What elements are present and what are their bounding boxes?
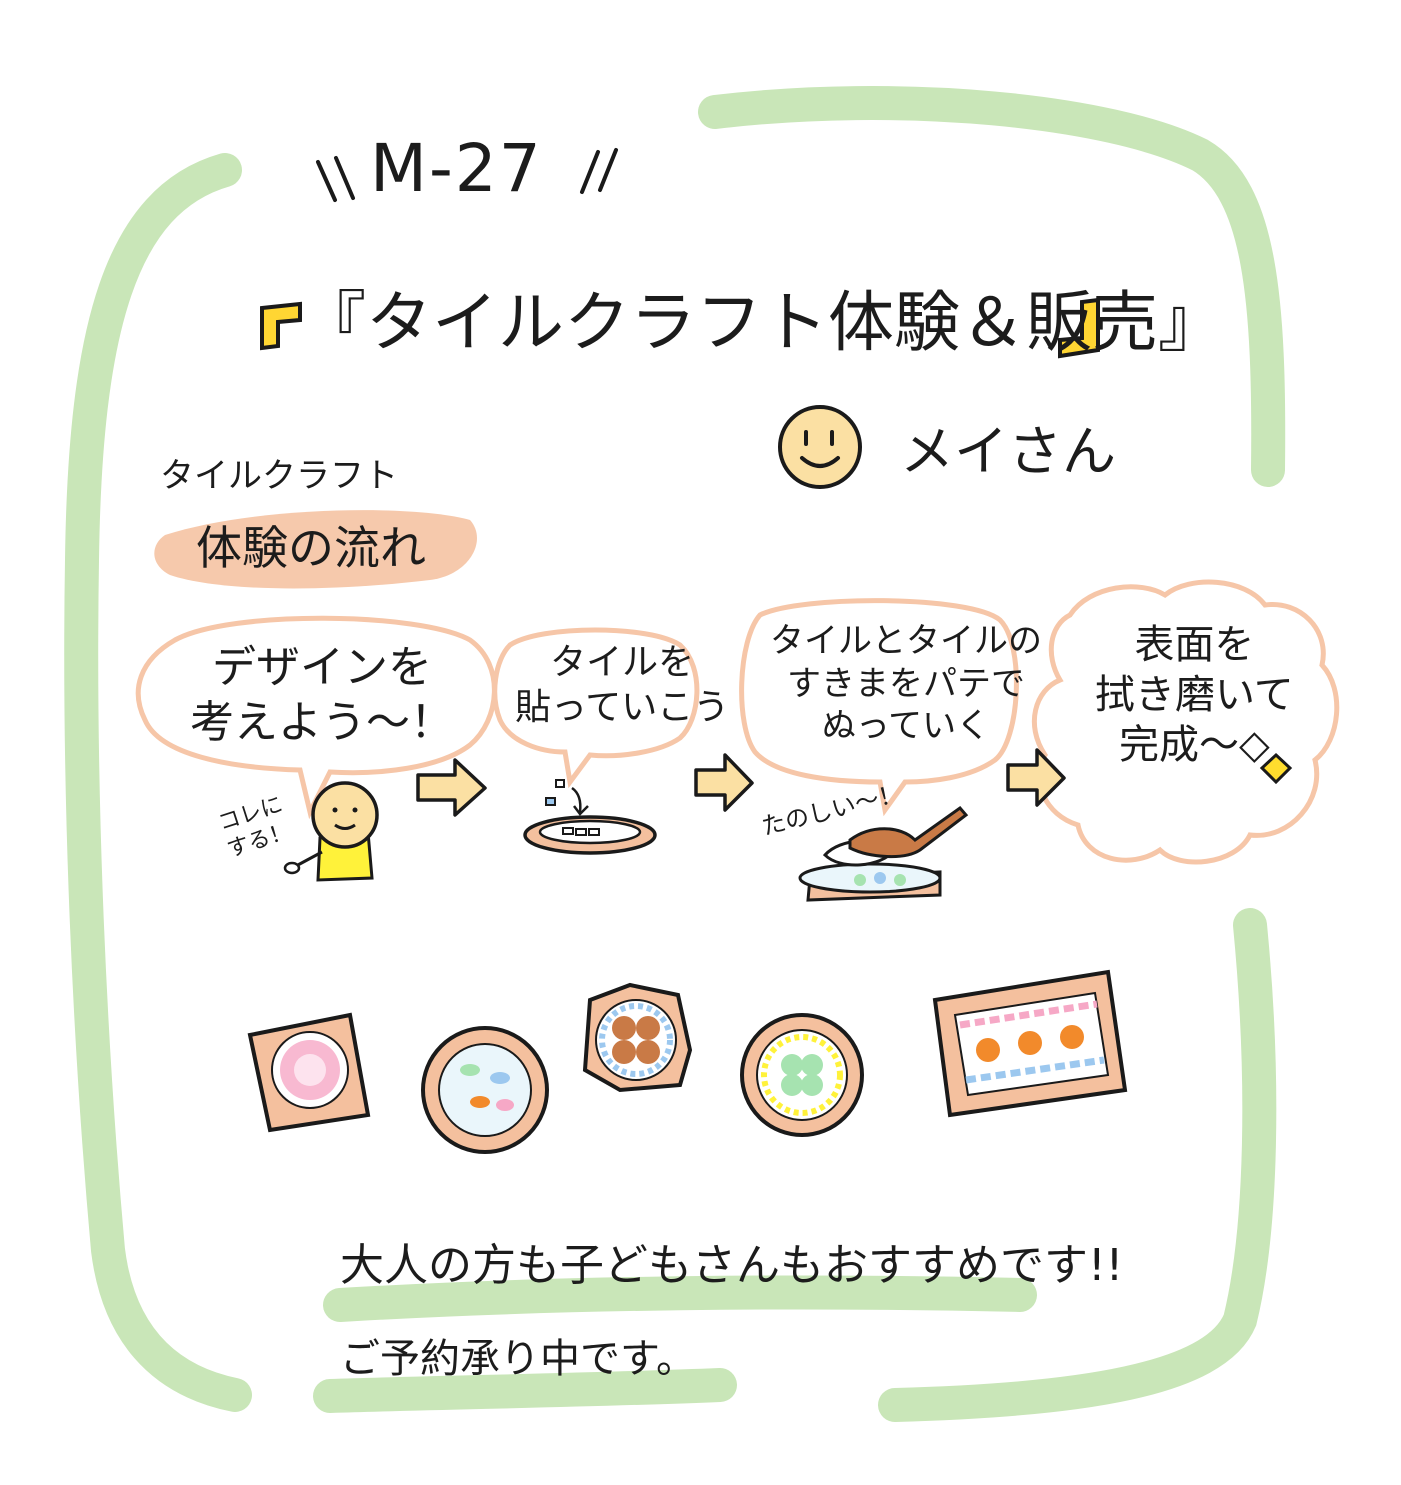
flow-title: 体験の流れ: [196, 521, 426, 575]
flow-title-highlight: [154, 510, 477, 589]
green-frame: [64, 86, 1286, 1422]
recommend-message: 大人の方も子どもさんもおすすめです!!: [340, 1240, 1124, 1291]
speech-bubbles: [135, 579, 1340, 865]
tile-sample-leaves: [421, 1026, 549, 1154]
tile-pieces-icon: [523, 779, 657, 855]
tile-sample-clover: [740, 1013, 864, 1137]
step-polish-finish: 表面を 拭き磨いて 完成～◇: [1095, 622, 1294, 768]
page-title: 『タイルクラフト体験＆販売』: [300, 284, 1224, 361]
step-place-tiles: タイルを 貼っていこう: [515, 642, 730, 728]
step-design: デザインを 考えよう～！: [190, 642, 454, 748]
tile-sample-flower: [582, 982, 693, 1093]
arrow-right-icon: [416, 748, 1066, 817]
booth-code: M-27: [370, 130, 543, 207]
tile-sample-heart: [247, 1012, 371, 1133]
host-name: メイさん: [900, 420, 1116, 483]
title-brackets: [260, 297, 1100, 359]
booth-slashes: [316, 148, 618, 202]
flow-subtitle: タイルクラフト: [160, 456, 398, 496]
smiley-face-icon: [778, 405, 862, 489]
tile-sample-rectangle: [932, 969, 1128, 1118]
diamond-icon: [1259, 752, 1293, 785]
person-holding-spoon-icon: [283, 781, 379, 882]
spatula-icon: [798, 805, 969, 902]
step-apply-putty: タイルとタイルの すきまをパテで ぬっていく: [770, 621, 1042, 746]
reservation-message: ご予約承り中です。: [340, 1336, 696, 1382]
